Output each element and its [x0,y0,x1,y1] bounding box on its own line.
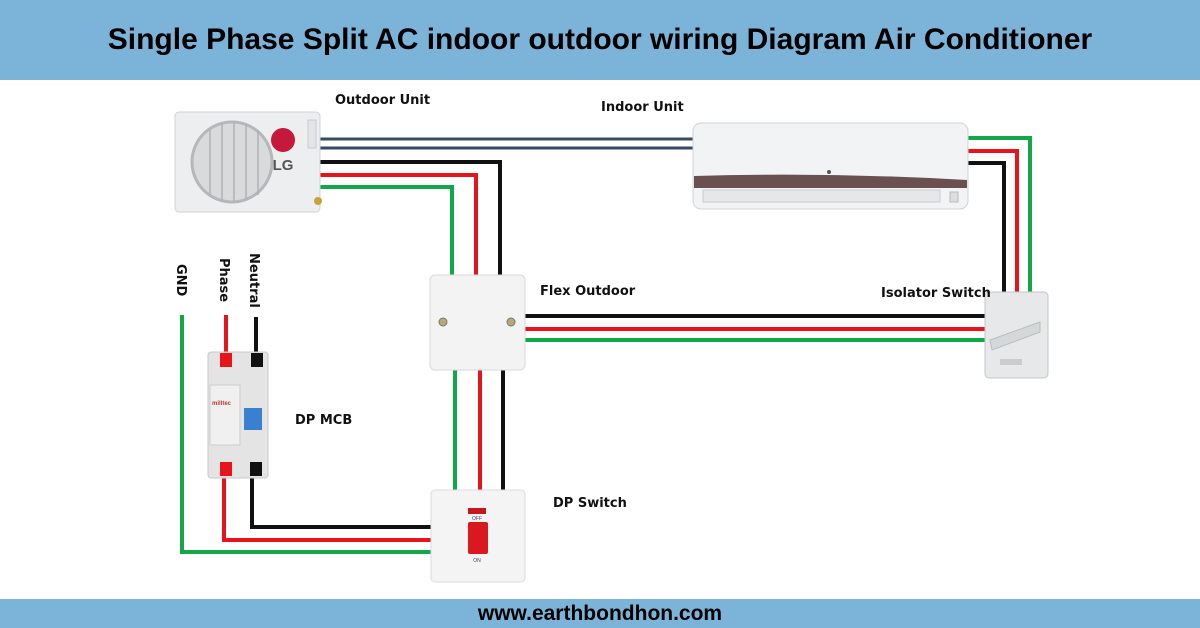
rocker-toggle [468,522,488,554]
wire-ground-outdoor [320,185,454,276]
wire-phase-indoor [968,149,1019,292]
dp-mcb: milltec [207,351,269,479]
indoor-unit [692,122,969,210]
screw-icon [506,317,516,327]
flex-outdoor-box [429,274,526,371]
valve-icon [314,197,322,205]
wire-ground-indoor [968,136,1032,292]
label-isolator-switch: Isolator Switch [881,286,991,301]
isolator-switch [984,291,1049,379]
label-neutral: Neutral [246,253,261,308]
website-link[interactable]: www.earthbondhon.com [0,599,1200,628]
outdoor-unit: LG [174,111,322,213]
fan-grille-icon [190,120,274,204]
label-dp-mcb: DP MCB [295,413,352,428]
label-outdoor-unit: Outdoor Unit [335,93,430,108]
svg-text:OFF: OFF [472,516,482,522]
lg-logo-icon [271,128,295,152]
page-title: Single Phase Split AC indoor outdoor wir… [0,0,1200,80]
wire-neutral-mcb [250,470,432,529]
label-gnd: GND [173,264,188,297]
refrigerant-pipes [320,137,695,150]
wire-phase-outdoor [320,173,478,276]
wire-neutral-indoor [968,161,1006,292]
dp-switch: OFF ON [430,489,526,583]
label-dp-switch: DP Switch [553,496,627,511]
label-flex-outdoor: Flex Outdoor [540,284,636,299]
svg-text:ON: ON [473,558,481,564]
label-indoor-unit: Indoor Unit [601,100,684,115]
wire-ground-supply [180,315,432,554]
svg-text:milltec: milltec [212,401,232,407]
wire-neutral-outdoor [320,160,502,276]
wire-phase-mcb [222,470,432,542]
screw-icon [438,317,448,327]
label-phase: Phase [216,258,231,302]
svg-text:LG: LG [273,157,294,174]
